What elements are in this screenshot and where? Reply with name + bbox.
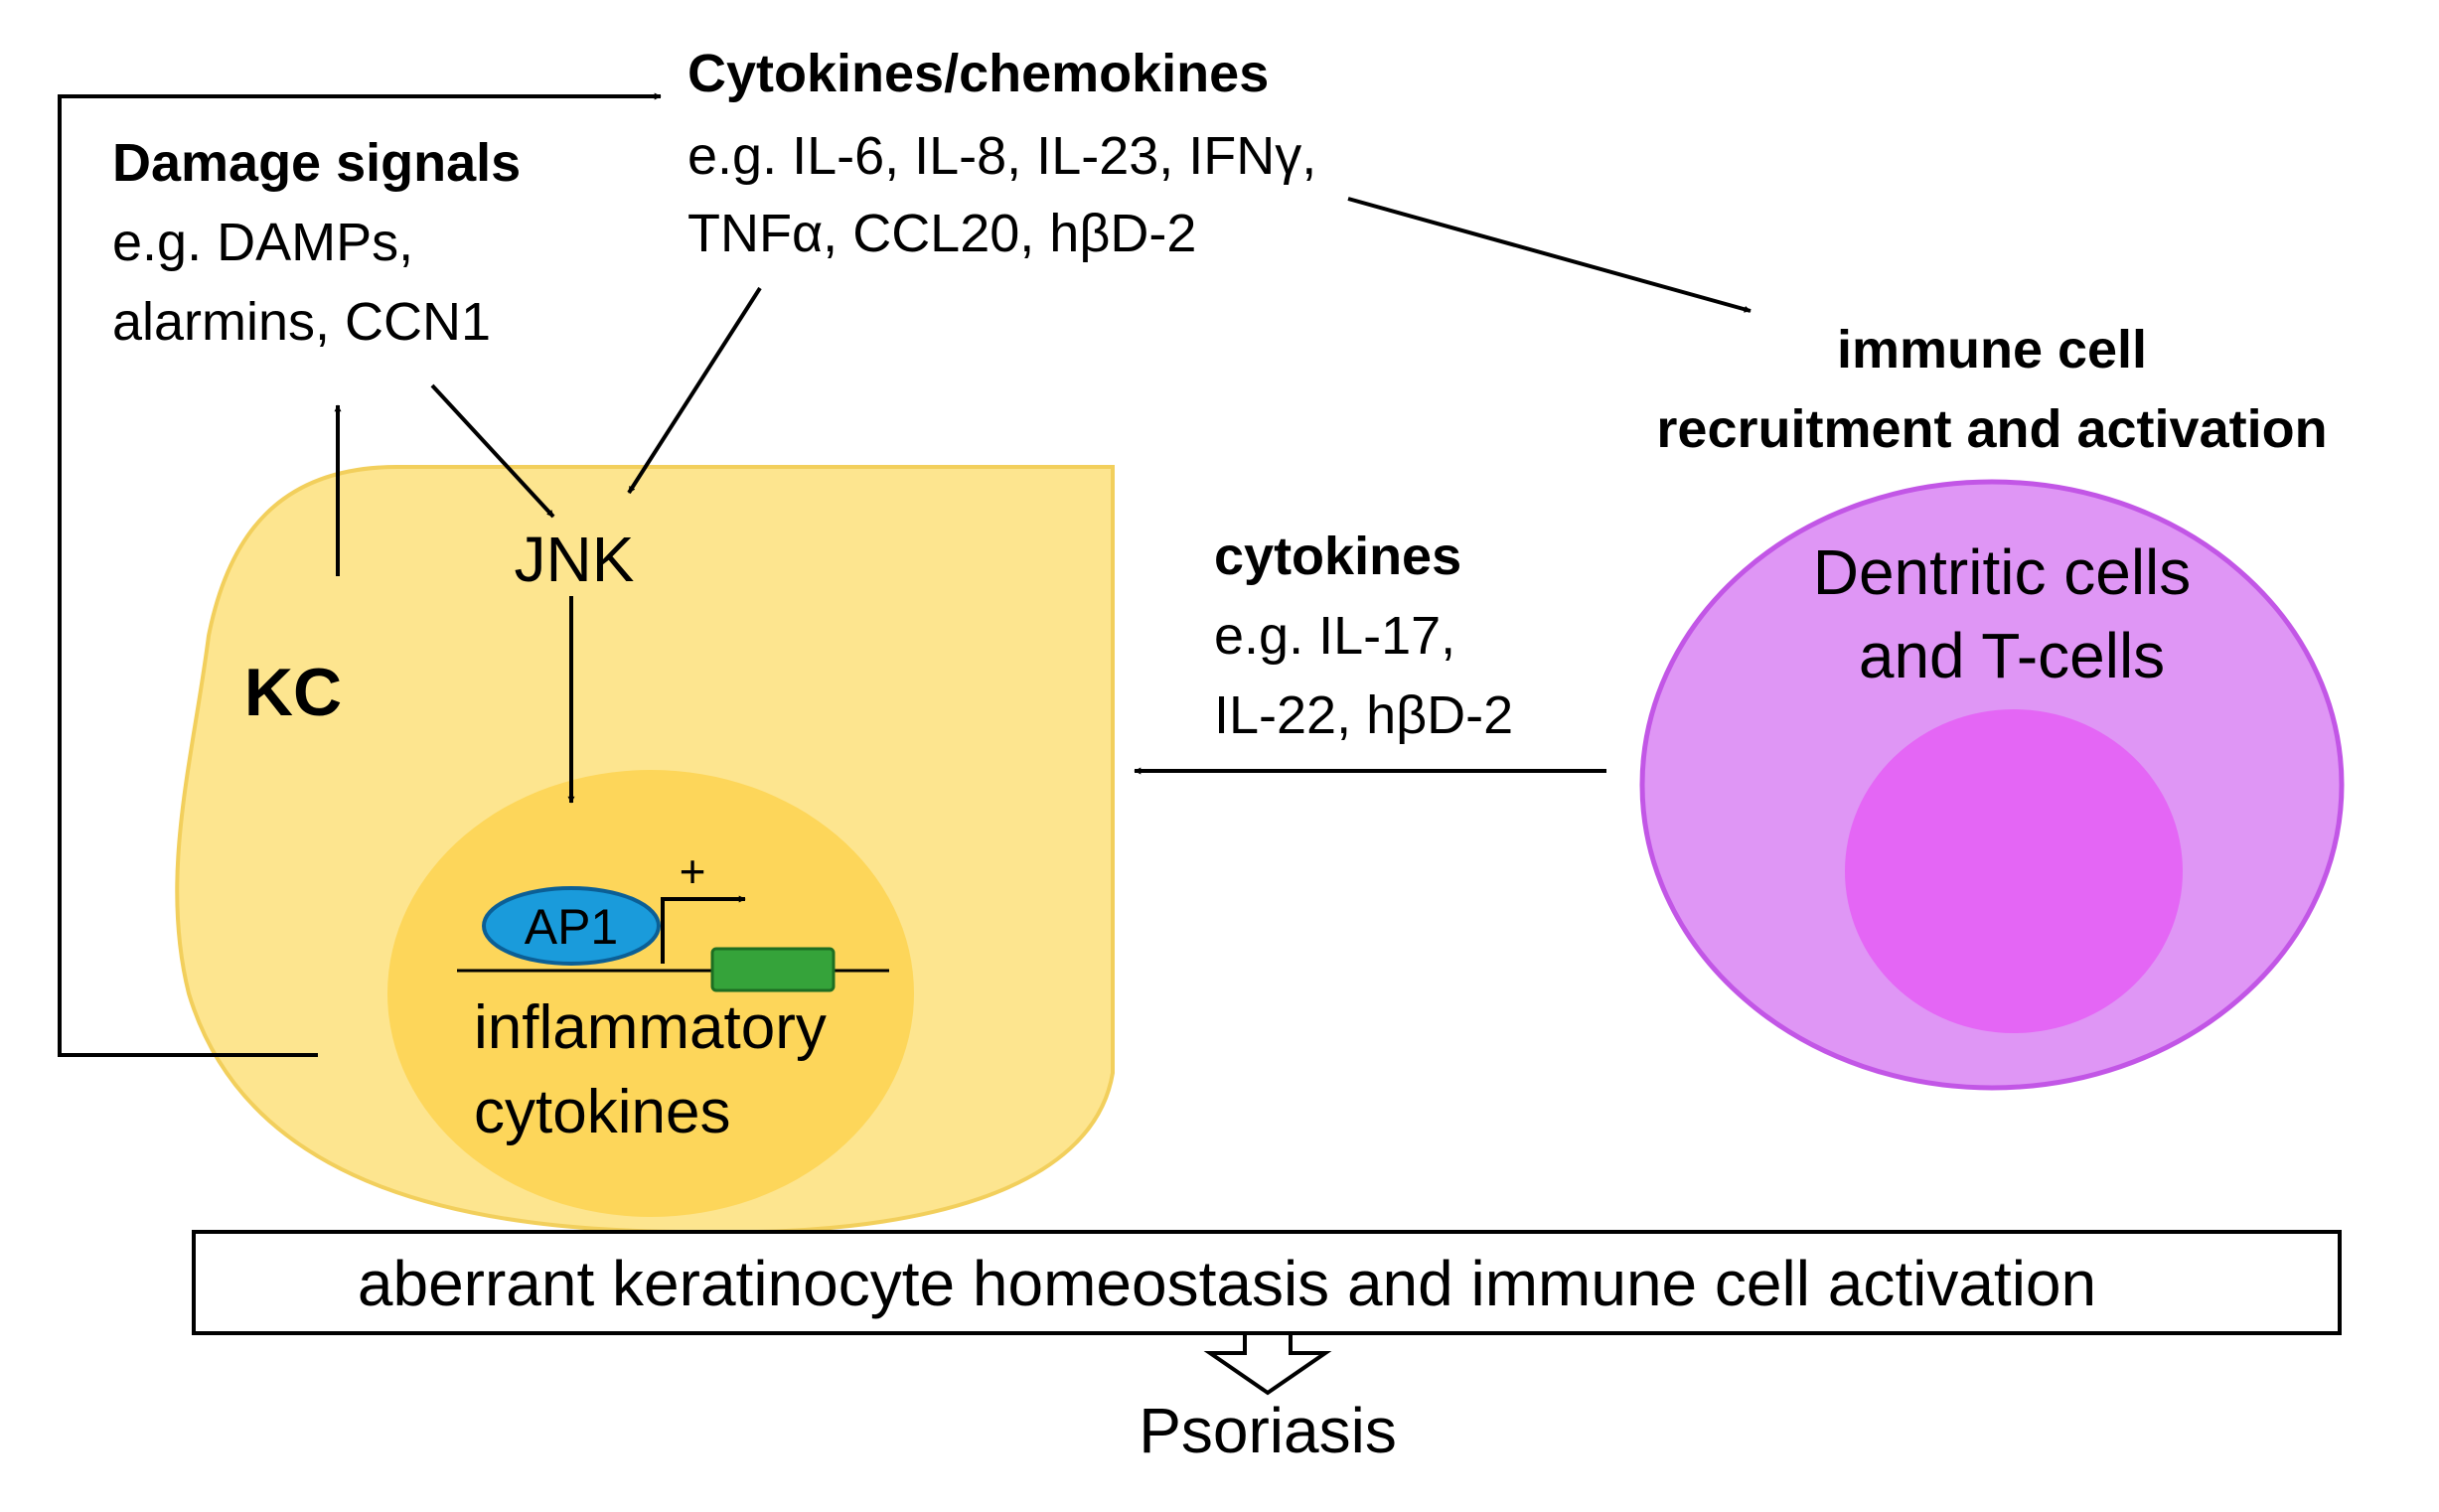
inflammatory-cytokines-1: inflammatory [474,993,827,1062]
arrow-damage-to-jnk [430,383,555,519]
psoriasis-label: Psoriasis [1139,1395,1397,1466]
cytokines-chemokines-examples-1: e.g. IL-6, IL-8, IL-23, IFNγ, [687,126,1316,186]
hollow-down-arrow [1203,1335,1332,1396]
promoter-arrow [661,895,746,964]
immune-cell-nucleus [1845,709,2183,1033]
damage-signals-examples-2: alarmins, CCN1 [112,292,491,352]
outcome-text: aberrant keratinocyte homeostasis and im… [358,1248,2096,1319]
immune-cytokines-examples-2: IL-22, hβD-2 [1214,685,1513,745]
immune-cytokines-examples-1: e.g. IL-17, [1214,606,1455,666]
plus-sign: + [680,845,706,897]
inflammatory-cytokines-2: cytokines [474,1078,730,1146]
immune-recruitment-2: recruitment and activation [1656,399,2327,459]
gene-box [710,947,836,992]
arrow-cytokines-to-immune [1347,197,1752,313]
immune-cytokines-title: cytokines [1214,527,1461,586]
feedback-loop-arrow [58,92,662,1057]
dendritic-cells-label-1: Dentritic cells [1813,536,2192,608]
kc-nucleus [387,770,914,1217]
ap1-factor [482,886,661,966]
damage-signals-examples-1: e.g. DAMPs, [112,213,413,272]
kc-label: KC [244,655,342,730]
cytokines-chemokines-title: Cytokines/chemokines [687,44,1269,103]
immune-recruitment-1: immune cell [1837,320,2147,379]
cytokines-chemokines-examples-2: TNFα, CCL20, hβD-2 [687,204,1196,263]
ap1-label: AP1 [525,899,619,955]
arrow-cytokines-to-jnk [627,286,762,495]
outcome-box [192,1230,2342,1335]
damage-signals-title: Damage signals [112,133,521,193]
jnk-label: JNK [515,524,635,595]
dendritic-cells-label-2: and T-cells [1859,620,2165,691]
